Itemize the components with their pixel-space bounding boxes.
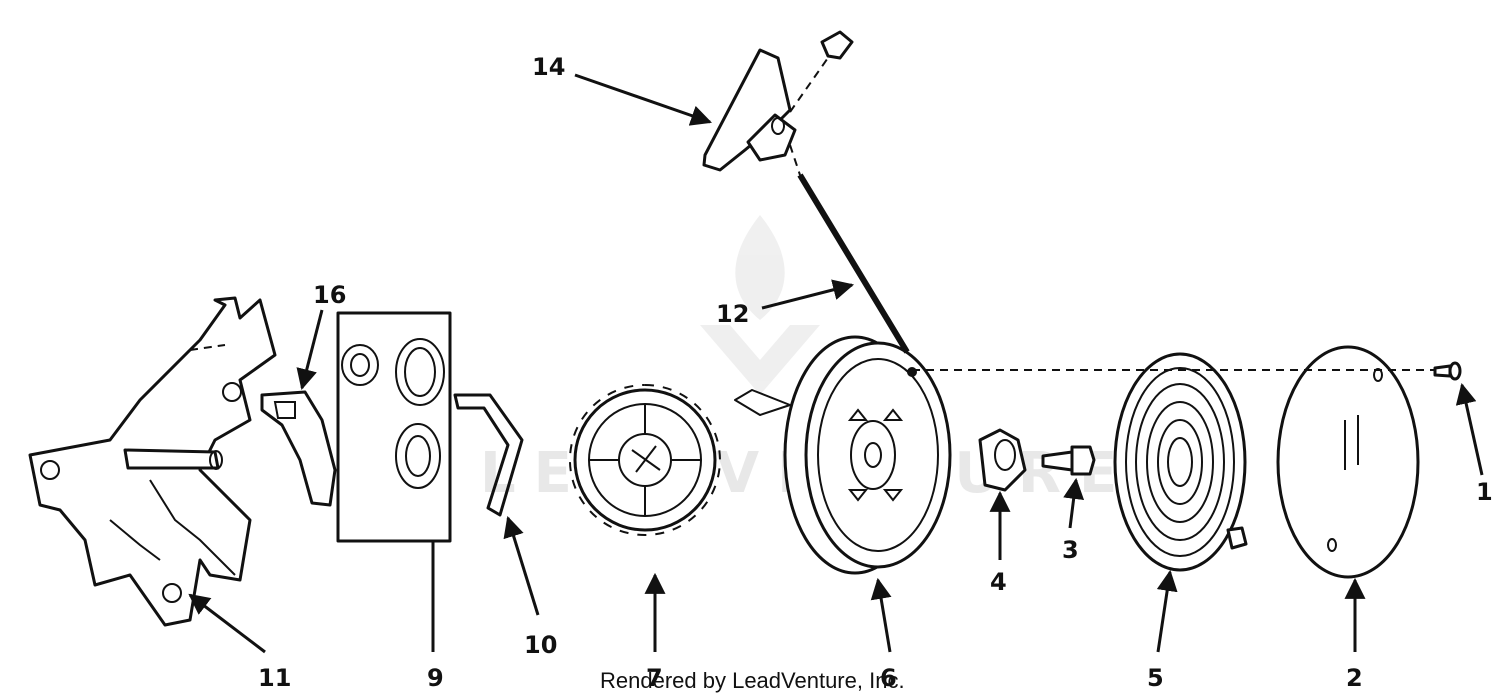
part-11-control-bracket [28, 296, 277, 627]
callout-2: 2 [1346, 664, 1363, 692]
part-3-screw [1041, 445, 1096, 476]
leader-10 [503, 515, 540, 616]
leader-5 [1156, 569, 1178, 653]
callout-16: 16 [313, 281, 346, 309]
leader-12 [761, 279, 855, 310]
part-16-plate [260, 390, 337, 507]
part-9-gasket-plate [336, 311, 452, 543]
part-6-pulley [734, 335, 952, 575]
callout-11: 11 [258, 664, 291, 692]
callout-6: 6 [880, 664, 897, 692]
callout-10: 10 [524, 631, 557, 659]
render-credit: Rendered by LeadVenture, Inc. [600, 668, 905, 693]
leader-6 [870, 577, 892, 653]
callout-1: 1 [1476, 478, 1493, 506]
callout-9: 9 [427, 664, 444, 692]
part-14-starter-handle [702, 30, 854, 176]
leader-1 [1455, 382, 1484, 476]
callout-7: 7 [646, 664, 663, 692]
callout-4: 4 [990, 568, 1007, 596]
leader-14 [574, 73, 712, 126]
part-5-recoil-spring [1113, 352, 1248, 572]
callout-12: 12 [716, 300, 749, 328]
leader-11 [188, 593, 266, 654]
part-2-cover-plate [1276, 345, 1420, 579]
part-7-gear [569, 384, 721, 536]
leader-3 [1063, 477, 1085, 529]
part-12-starter-rope [797, 173, 910, 354]
part-4-bushing [978, 428, 1027, 492]
callout-14: 14 [532, 53, 565, 81]
part-10-spring-clip [453, 393, 524, 517]
leader-16 [296, 309, 324, 391]
leader-lines [188, 73, 1484, 654]
callout-3: 3 [1062, 536, 1079, 564]
callout-5: 5 [1147, 664, 1164, 692]
part-1-small-screw [1433, 361, 1462, 381]
watermark-logo [700, 215, 820, 395]
